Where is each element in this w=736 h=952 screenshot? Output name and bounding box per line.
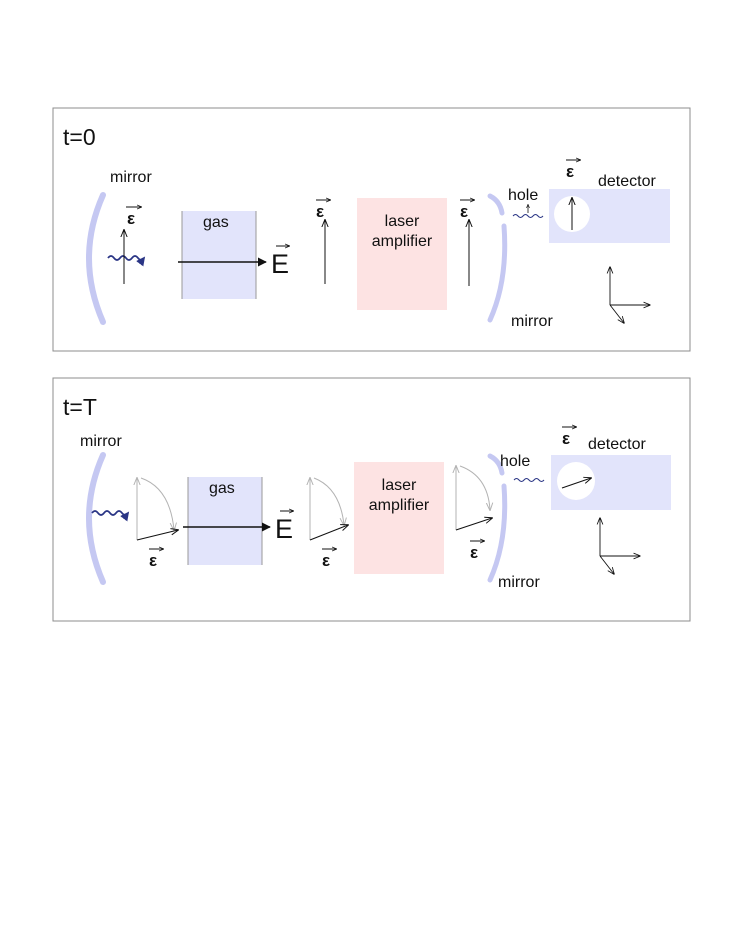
panel-tT: t=T mirror ε gas E <box>52 377 691 622</box>
photon-wave <box>107 255 146 267</box>
panel-tT-title: t=T <box>63 394 97 420</box>
svg-text:E: E <box>271 249 289 279</box>
right-mirror-upper <box>487 193 505 216</box>
amplifier-label-line1: laser <box>382 477 417 494</box>
svg-text:E: E <box>275 514 293 544</box>
gas-cell <box>188 477 262 565</box>
svg-text:ε: ε <box>470 543 478 562</box>
right-mirror-lower <box>487 223 508 323</box>
photon-wave <box>91 510 130 522</box>
laser-amplifier <box>354 462 444 574</box>
detector-label: detector <box>588 436 646 453</box>
epsilon-symbol: ε <box>566 160 580 181</box>
amplifier-label-line2: amplifier <box>372 233 433 250</box>
svg-text:ε: ε <box>316 202 324 221</box>
coordinate-axes <box>610 267 650 323</box>
epsilon-symbol: ε <box>562 427 576 448</box>
rotating-polarization <box>137 478 178 541</box>
hole-label: hole <box>500 453 530 470</box>
svg-text:ε: ε <box>127 209 135 228</box>
detected-polarization-arrow <box>561 478 591 489</box>
gas-label: gas <box>203 214 229 231</box>
coordinate-axes <box>600 518 640 574</box>
transmitted-wave <box>512 214 544 218</box>
amplifier-label-line1: laser <box>385 213 420 230</box>
epsilon-symbol: ε <box>126 207 141 228</box>
left-mirror <box>86 452 106 585</box>
panel-t0-title: t=0 <box>63 124 96 150</box>
svg-text:ε: ε <box>149 551 157 570</box>
svg-text:ε: ε <box>566 162 574 181</box>
gas-cell <box>182 211 256 299</box>
right-mirror-upper <box>487 453 505 476</box>
svg-text:ε: ε <box>562 429 570 448</box>
svg-text:ε: ε <box>322 551 330 570</box>
left-mirror <box>86 192 106 325</box>
epsilon-symbol: ε <box>149 549 163 570</box>
field-symbol: E <box>271 246 289 279</box>
rotating-polarization <box>310 478 348 541</box>
epsilon-symbol: ε <box>460 200 474 221</box>
field-symbol: E <box>275 511 293 544</box>
exit-mirror-label: mirror <box>511 313 553 330</box>
transmitted-wave <box>513 478 545 482</box>
left-mirror-label: mirror <box>110 169 152 186</box>
hole-label: hole <box>508 187 538 204</box>
epsilon-symbol: ε <box>322 549 336 570</box>
amplifier-label-line2: amplifier <box>369 497 430 514</box>
laser-amplifier <box>357 198 447 310</box>
detector-aperture <box>557 462 595 500</box>
detector-label: detector <box>598 173 656 190</box>
panel-t0: t=0 mirror ε gas E ε laser amplifie <box>52 107 691 352</box>
epsilon-symbol: ε <box>316 200 330 221</box>
svg-text:ε: ε <box>460 202 468 221</box>
rotating-polarization <box>456 466 492 531</box>
right-mirror-lower <box>487 483 508 583</box>
epsilon-symbol: ε <box>470 541 484 562</box>
left-mirror-label: mirror <box>80 433 122 450</box>
gas-label: gas <box>209 480 235 497</box>
exit-mirror-label: mirror <box>498 574 540 591</box>
